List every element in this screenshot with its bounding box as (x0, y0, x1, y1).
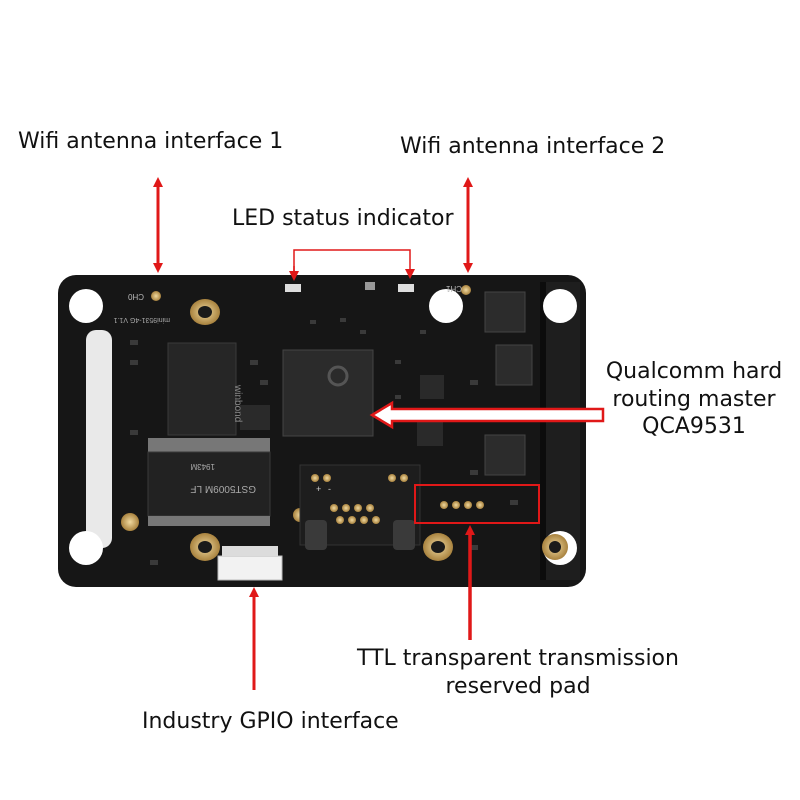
gpio-connector (217, 546, 283, 581)
label-qualcomm-line2: routing master (612, 386, 776, 412)
callout-arrows (153, 177, 605, 690)
silk-ch0: CH0 (127, 292, 144, 301)
silk-transformer-code: 1943M (190, 462, 215, 471)
smd-components (130, 318, 518, 565)
flash-chip (167, 342, 237, 436)
silkscreen: CH0 CH1 mini9531-4G V1.1 winbond GST5009… (113, 284, 462, 494)
power-inductors (240, 291, 533, 476)
label-ttl: TTL transparent transmission reserved pa… (348, 645, 688, 700)
led-arrow (293, 249, 415, 279)
label-wifi-antenna-2: Wifi antenna interface 2 (400, 134, 666, 159)
header-pads (299, 464, 421, 550)
label-qualcomm-line3: QCA9531 (642, 414, 746, 439)
ttl-pads (440, 501, 484, 509)
qca9531-soc (282, 349, 374, 437)
silk-flash-brand: winbond (232, 384, 243, 422)
label-gpio: Industry GPIO interface (142, 709, 399, 734)
silk-board-id: mini9531-4G V1.1 (113, 316, 170, 323)
ethernet-transformer (147, 438, 271, 526)
silk-transformer: GST5009M LF (190, 483, 256, 494)
silk-minus: - (328, 484, 331, 494)
label-led-status: LED status indicator (232, 206, 454, 231)
gold-pads (121, 285, 568, 561)
label-qualcomm-line1: Qualcomm hard (605, 359, 783, 384)
qualcomm-arrow (369, 400, 605, 430)
silk-plus: + (316, 484, 321, 494)
led-pads (285, 282, 414, 292)
label-ttl-line2: reserved pad (445, 673, 591, 699)
label-qualcomm: Qualcomm hard routing master QCA9531 (604, 358, 784, 441)
qca9531-highlight-box (414, 484, 540, 524)
label-ttl-line1: TTL transparent transmission (357, 646, 679, 671)
silk-ch1: CH1 (445, 284, 462, 293)
label-wifi-antenna-1: Wifi antenna interface 1 (18, 129, 284, 154)
highlight-boxes (414, 484, 540, 524)
